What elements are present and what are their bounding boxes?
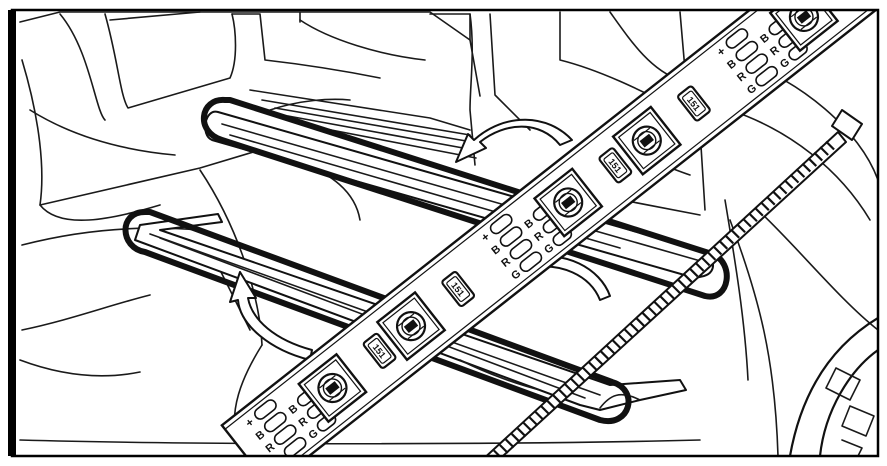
solder-pad bbox=[745, 53, 769, 74]
cable-tie-tooth bbox=[712, 245, 723, 256]
cable-tie-tooth bbox=[665, 289, 675, 300]
cable-tie-tooth bbox=[540, 405, 551, 416]
cable-tie-tooth bbox=[599, 350, 610, 360]
led-chip-icon bbox=[532, 167, 604, 238]
cable-tie-tooth bbox=[742, 217, 752, 228]
cable-tie-tooth bbox=[730, 229, 740, 239]
cable-tie-tooth bbox=[807, 157, 818, 167]
cable-tie-tooth bbox=[801, 162, 812, 173]
highlight-loop-lower bbox=[122, 209, 632, 425]
cable-tie-tooth bbox=[552, 394, 563, 405]
cable-tie-tooth bbox=[760, 201, 770, 211]
cable-tie-tooth bbox=[653, 300, 663, 311]
cable-tie-tooth bbox=[783, 179, 794, 189]
highlight-loop-upper bbox=[201, 96, 730, 300]
cable-tie-tooth bbox=[528, 416, 539, 427]
vehicle-body bbox=[19, 11, 878, 456]
cable-tie-tooth bbox=[635, 317, 646, 327]
solder-pad bbox=[519, 251, 543, 273]
cable-tie-tooth bbox=[724, 234, 735, 245]
led-chip-icon bbox=[375, 290, 447, 362]
pad-label: G bbox=[273, 453, 287, 466]
lower-running-board bbox=[122, 209, 687, 425]
solder-pad bbox=[489, 213, 513, 235]
cable-tie-tooth bbox=[688, 267, 699, 278]
cable-tie-tooth bbox=[499, 444, 509, 454]
cable-tie-tooth bbox=[748, 212, 758, 223]
cable-tie-tooth bbox=[629, 322, 640, 333]
solder-pad bbox=[735, 40, 759, 62]
cable-tie-tooth bbox=[623, 328, 634, 338]
cable-tie-tooth bbox=[534, 411, 545, 421]
resistor-icon: 151 bbox=[362, 332, 397, 369]
solder-pad bbox=[273, 424, 297, 446]
resistor-icon: 151 bbox=[598, 147, 633, 184]
resistor-icon: 151 bbox=[677, 85, 711, 122]
cable-tie-tooth bbox=[706, 251, 717, 261]
cable-tie-tooth bbox=[789, 173, 800, 184]
solder-pad bbox=[263, 411, 287, 433]
solder-pad bbox=[283, 436, 307, 456]
cable-tie-tooth bbox=[718, 240, 729, 250]
cable-tie-tooth bbox=[617, 333, 628, 344]
cable-tie-tooth bbox=[546, 400, 557, 410]
curved-arrow-icon bbox=[229, 271, 313, 361]
led-chip-icon bbox=[297, 352, 368, 424]
cable-tie-tooth bbox=[564, 383, 574, 394]
cable-tie-tooth bbox=[611, 339, 622, 349]
cable-tie-tooth bbox=[682, 273, 693, 283]
cable-tie-tooth bbox=[700, 256, 711, 267]
cable-tie-tooth bbox=[576, 372, 586, 383]
led-chip-icon bbox=[768, 10, 840, 53]
cable-tie-tooth bbox=[570, 377, 580, 388]
solder-pad bbox=[755, 65, 779, 87]
cable-tie-tooth bbox=[754, 206, 764, 217]
solder-pad bbox=[725, 28, 749, 49]
resistor-icon: 151 bbox=[441, 271, 476, 308]
cable-tie-tooth bbox=[522, 422, 533, 432]
cable-tie-tooth bbox=[795, 168, 806, 178]
cable-tie-icon bbox=[485, 109, 863, 456]
cable-tie-tooth bbox=[694, 262, 705, 272]
cable-tie-tooth bbox=[819, 146, 829, 156]
cable-tie-tooth bbox=[813, 151, 823, 162]
cable-tie-tooth bbox=[825, 140, 835, 151]
cable-tie-tooth bbox=[677, 278, 687, 289]
cable-tie-tooth bbox=[771, 190, 782, 200]
cable-tie-tooth bbox=[671, 284, 681, 294]
cable-tie-tooth bbox=[641, 311, 651, 322]
cable-tie-tooth bbox=[605, 344, 616, 355]
cable-tie-tooth bbox=[659, 295, 669, 305]
frame-border bbox=[10, 8, 880, 458]
curved-arrow-icon bbox=[455, 118, 573, 163]
cable-tie-tooth bbox=[588, 361, 598, 371]
led-chip-icon bbox=[611, 105, 683, 176]
cable-tie-tooth bbox=[505, 438, 515, 449]
cable-tie-tooth bbox=[558, 389, 568, 399]
cable-tie-tooth bbox=[765, 195, 776, 206]
cable-tie-tooth bbox=[516, 427, 527, 438]
cable-tie-tooth bbox=[510, 433, 521, 443]
cable-tie-tooth bbox=[593, 355, 604, 366]
cable-tie-tooth bbox=[493, 449, 502, 456]
solder-pad bbox=[254, 399, 277, 420]
cable-tie-tooth bbox=[736, 223, 746, 234]
solder-pad bbox=[499, 226, 523, 247]
cable-tie-tooth bbox=[777, 184, 788, 195]
cable-tie-tooth bbox=[582, 366, 592, 377]
solder-pad bbox=[509, 238, 533, 260]
cable-tie-tooth bbox=[647, 306, 657, 316]
